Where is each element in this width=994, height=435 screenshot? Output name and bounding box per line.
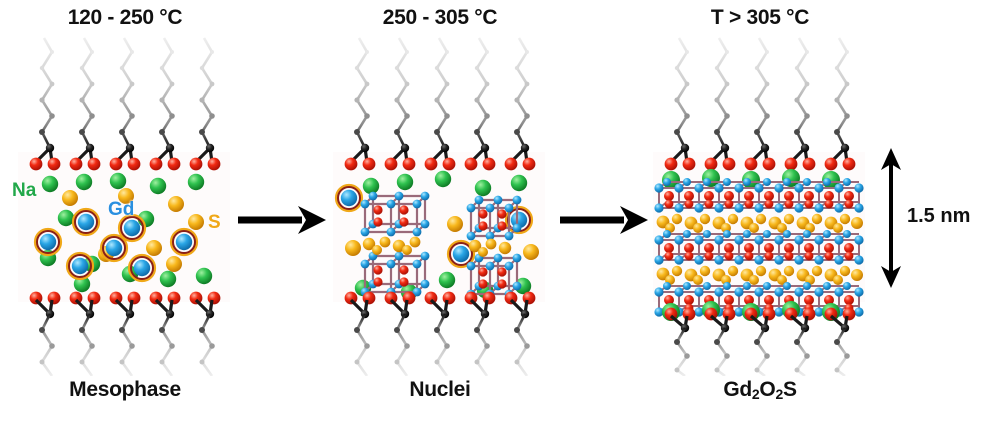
nuclei-diagram <box>333 37 545 376</box>
mesophase-diagram <box>18 37 230 376</box>
gd-o-slab-1 <box>654 178 864 213</box>
top-alkyl-chains <box>664 37 856 171</box>
caption-sub-2a: 2 <box>751 386 760 402</box>
caption-o: O <box>759 378 776 401</box>
stage-caption-mesophase: Mesophase <box>69 378 181 401</box>
caption-gd: Gd <box>723 378 752 401</box>
stage-title-product: T > 305 °C <box>710 6 810 29</box>
caption-sub-2b: 2 <box>775 386 783 402</box>
panel-product <box>653 36 865 376</box>
top-alkyl-chains <box>344 37 536 171</box>
stage-title-mesophase: 120 - 250 °C <box>67 6 183 29</box>
stage-caption-nuclei: Nuclei <box>409 378 471 401</box>
stage-caption-product: Gd2O2S <box>655 378 865 402</box>
caption-s: S <box>782 378 797 401</box>
legend-label-na: Na <box>12 180 37 201</box>
gd2o2s-diagram <box>653 37 865 376</box>
right-arrow-icon <box>560 206 648 234</box>
panel-nuclei <box>333 36 545 376</box>
bottom-alkyl-chains <box>664 307 856 376</box>
scale-bar-label: 1.5 nm <box>907 205 971 227</box>
sulfur-layer-2 <box>656 265 863 285</box>
arrow-nuclei-to-product <box>558 200 650 245</box>
arrow-mesophase-to-nuclei <box>236 200 328 245</box>
scale-bar-arrow <box>877 148 905 293</box>
panel-mesophase <box>18 36 230 376</box>
gd-o-slab-2 <box>654 230 864 265</box>
right-arrow-icon <box>238 206 326 234</box>
bottom-alkyl-chains <box>29 291 221 376</box>
double-headed-arrow-icon <box>881 148 901 288</box>
stage-title-nuclei: 250 - 305 °C <box>382 6 498 29</box>
mesophase-ion-soup <box>33 172 213 293</box>
legend-label-s: S <box>208 212 221 233</box>
legend-label-gd: Gd <box>108 199 135 220</box>
top-alkyl-chains <box>29 37 221 171</box>
bottom-alkyl-chains <box>344 291 536 376</box>
